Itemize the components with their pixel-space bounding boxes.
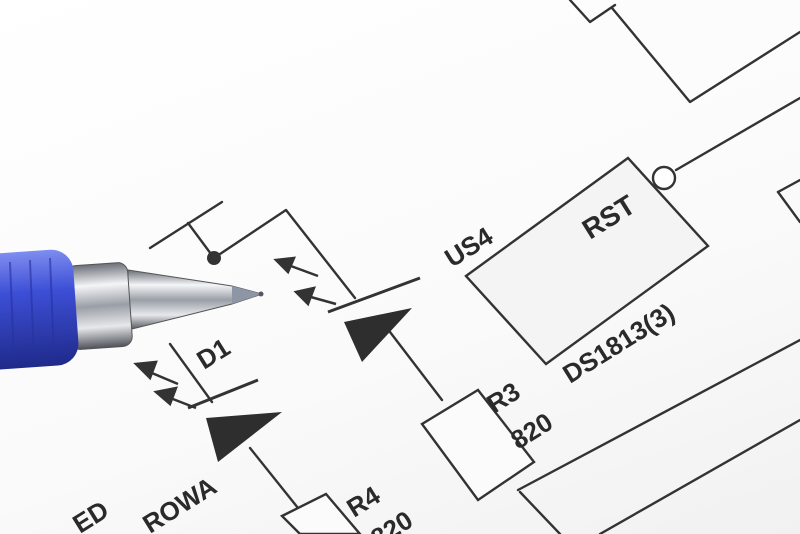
diode-upper (273, 256, 421, 362)
label-d1: D1 (191, 332, 235, 375)
schematic-wires (148, 0, 800, 534)
junction-dot (207, 251, 221, 265)
ic-us4 (464, 156, 710, 366)
ballpoint-pen (0, 249, 264, 371)
label-ed: ED (67, 495, 114, 534)
resistor-r4 (279, 492, 362, 534)
resistor-r3 (420, 388, 536, 502)
label-r4: R4 (341, 480, 386, 523)
rst-pin-circle (651, 165, 677, 191)
label-rowa: ROWA (137, 471, 222, 534)
diode-d1 (133, 360, 282, 462)
